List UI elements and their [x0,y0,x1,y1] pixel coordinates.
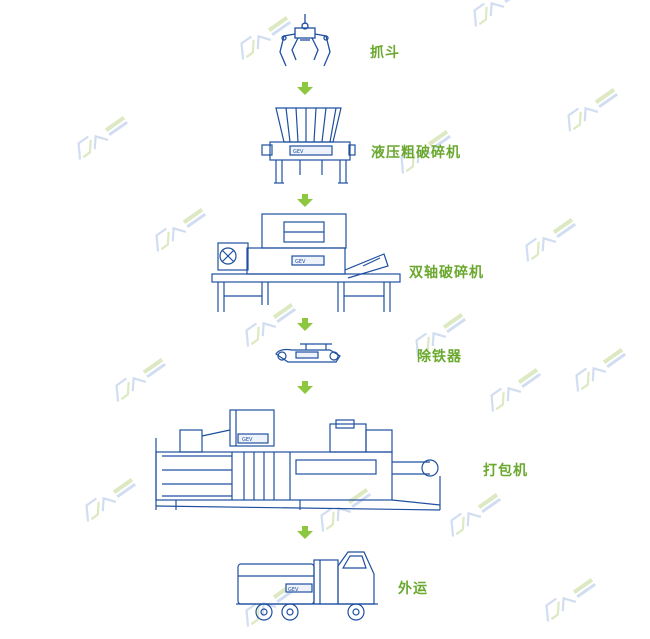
baler-icon: GEV [155,409,441,511]
flow-arrows [297,82,313,539]
twin-shaft-shredder-icon: GEV [211,213,401,312]
svg-text:GEV: GEV [295,259,306,265]
svg-text:GEV: GEV [288,587,299,593]
flow-arrow-icon [297,318,313,331]
flow-arrow-icon [297,194,313,207]
grab-bucket-icon [279,14,331,67]
transport-truck-icon: GEV [236,551,378,621]
step-label-transport: 外运 [398,581,428,597]
flow-arrow-icon [297,526,313,539]
step-label-baler: 打包机 [483,463,528,479]
hydraulic-pre-shredder-icon: GEV [261,107,356,184]
svg-text:GEV: GEV [293,149,304,155]
flow-arrow-icon [297,82,313,95]
step-label-twin-shaft: 双轴破碎机 [409,265,484,281]
svg-text:GEV: GEV [242,437,253,443]
step-label-grab: 抓斗 [370,45,400,61]
flow-arrow-icon [297,381,313,394]
step-label-pre-shredder: 液压粗破碎机 [371,145,461,161]
company-logo-watermark-icon [70,0,629,628]
step-label-magnet: 除铁器 [417,349,462,365]
magnetic-separator-icon [275,343,341,363]
